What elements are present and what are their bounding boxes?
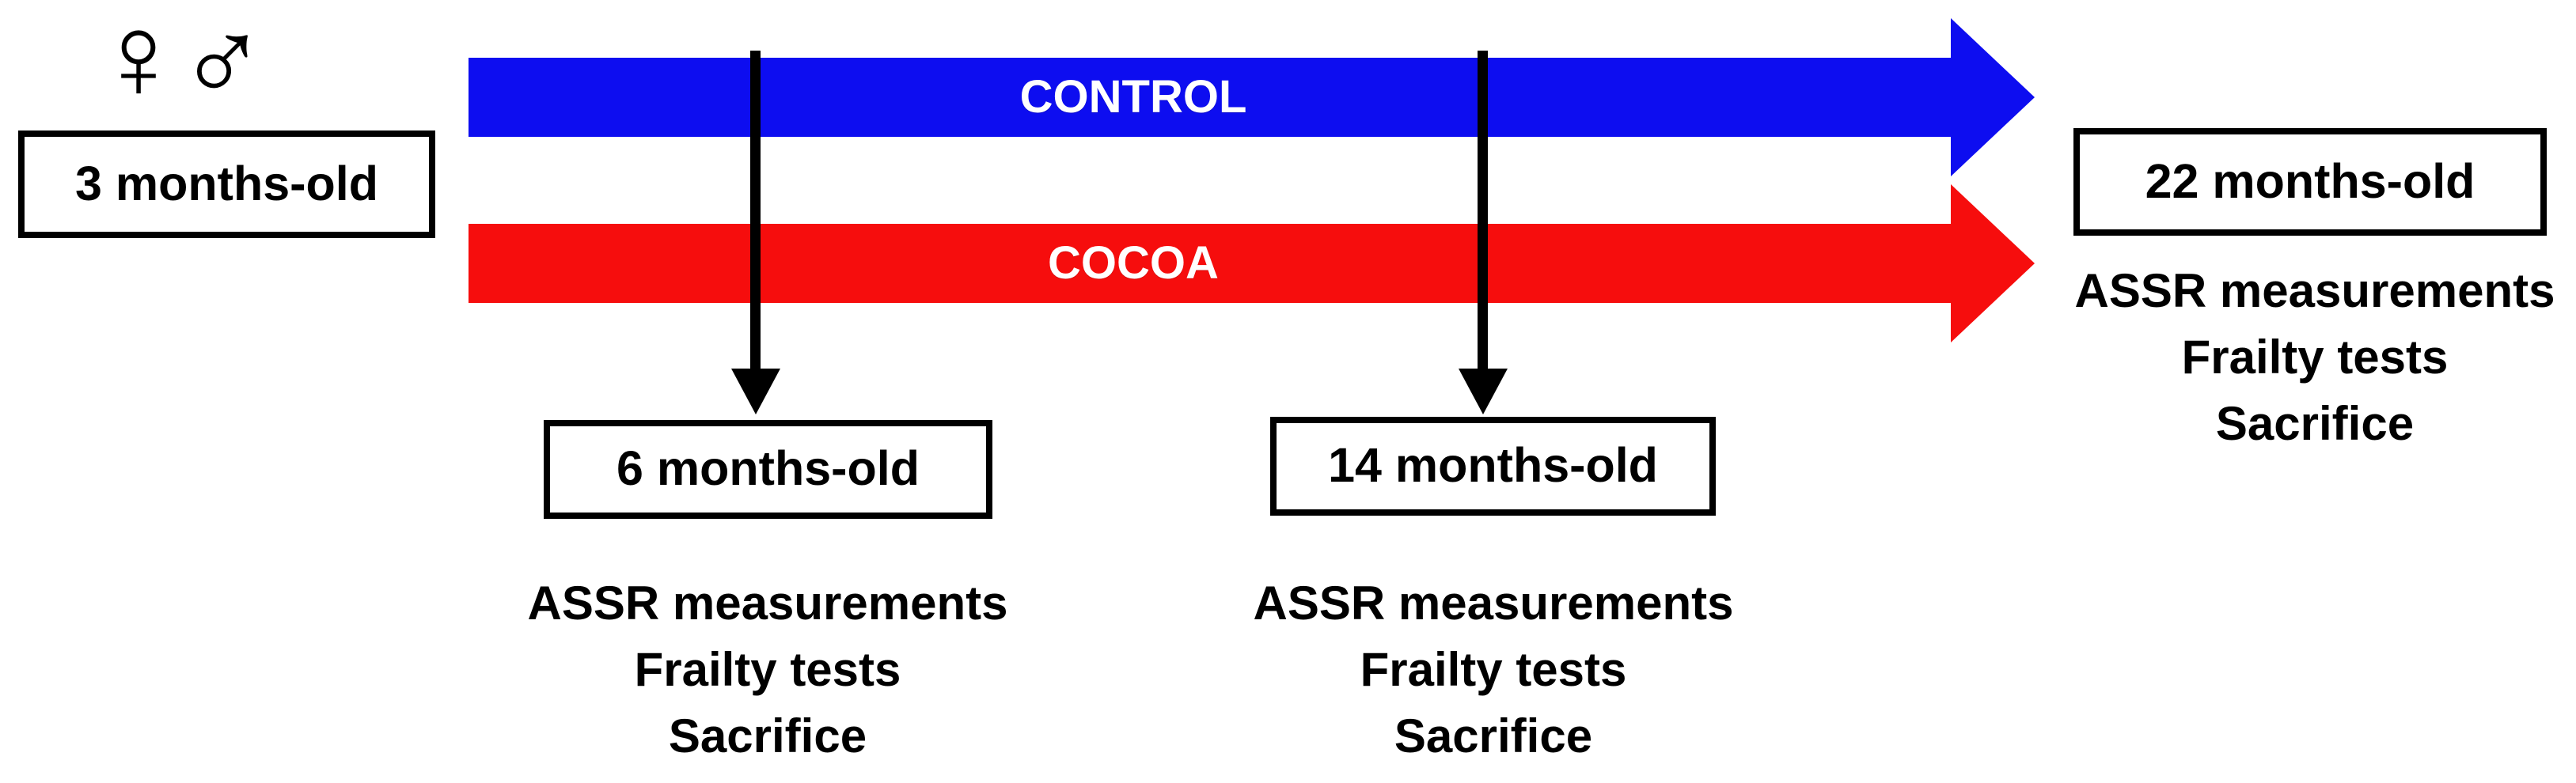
age-box-6-months: 6 months-old	[544, 420, 992, 519]
events-14-months: ASSR measurements Frailty tests Sacrific…	[1129, 570, 1857, 770]
start-age-label: 3 months-old	[75, 157, 378, 210]
event-line: Frailty tests	[2181, 331, 2449, 384]
age-box-14-label: 14 months-old	[1328, 438, 1658, 492]
event-line: ASSR measurements	[527, 577, 1008, 630]
timepoint-arrow-14-shaft	[1478, 51, 1488, 370]
cocoa-arrow-label: COCOA	[1048, 237, 1219, 289]
events-22-months: ASSR measurements Frailty tests Sacrific…	[1951, 258, 2576, 457]
start-age-box: 3 months-old	[18, 130, 435, 238]
age-box-22-months: 22 months-old	[2073, 128, 2547, 236]
event-line: Sacrifice	[1394, 709, 1593, 762]
age-box-14-months: 14 months-old	[1270, 417, 1716, 516]
event-line: Sacrifice	[668, 709, 867, 762]
control-arrow-head	[1951, 18, 2035, 176]
age-box-6-label: 6 months-old	[616, 441, 920, 495]
control-arrow-body	[469, 58, 1951, 137]
sex-symbols: ♀♂	[93, 0, 267, 128]
male-icon: ♂	[177, 0, 267, 124]
age-box-22-label: 22 months-old	[2145, 154, 2475, 208]
timepoint-arrow-6-head	[731, 369, 780, 414]
event-line: Frailty tests	[634, 643, 901, 696]
event-line: Frailty tests	[1360, 643, 1627, 696]
cocoa-arrow-body	[469, 224, 1951, 303]
cocoa-arrow-head	[1951, 184, 2035, 342]
control-arrow-label: CONTROL	[1019, 71, 1247, 123]
events-6-months: ASSR measurements Frailty tests Sacrific…	[404, 570, 1132, 770]
event-line: Sacrifice	[2215, 397, 2415, 450]
timepoint-arrow-6-shaft	[750, 51, 761, 370]
event-line: ASSR measurements	[2074, 264, 2555, 317]
timepoint-arrow-14-head	[1459, 369, 1508, 414]
female-icon: ♀	[93, 0, 184, 124]
event-line: ASSR measurements	[1253, 577, 1734, 630]
